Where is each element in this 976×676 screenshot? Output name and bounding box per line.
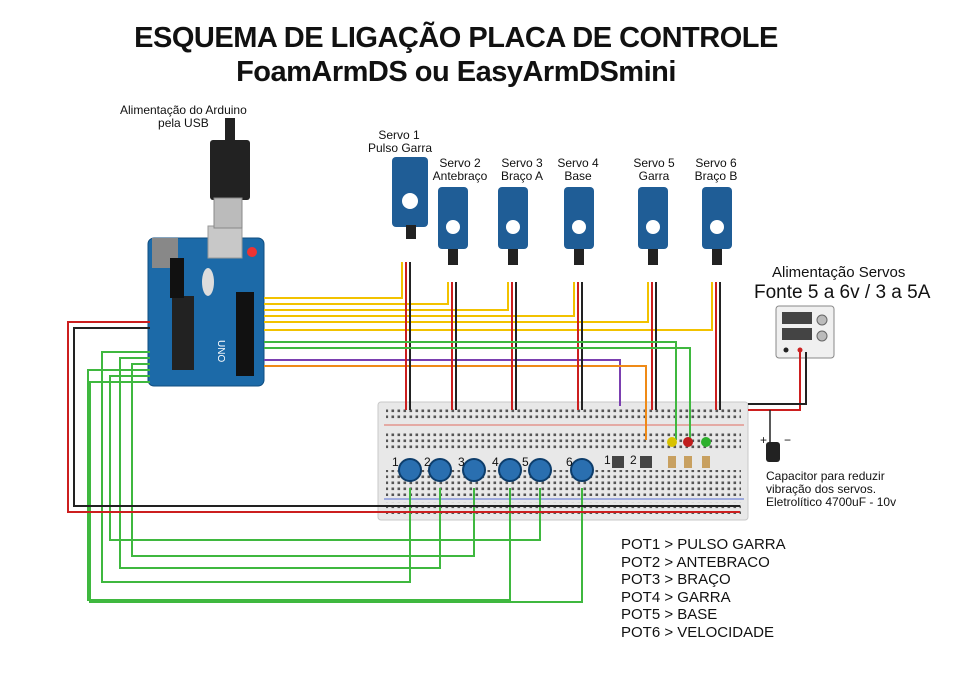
pot-number-labels: 1 2 3 4 5 6 1 2: [392, 453, 637, 469]
legend-item: POT1 > PULSO GARRA: [621, 536, 786, 553]
legend-item: POT6 > VELOCIDADE: [621, 623, 774, 641]
servo-group: [392, 157, 732, 265]
button-label-1: 1: [604, 453, 611, 467]
legend-item: POT2 > ANTEBRACO: [621, 553, 770, 571]
capacitor-plus: +: [760, 433, 767, 447]
legend-item: POT3 > BRAÇO: [621, 571, 731, 588]
diagram-subtitle: FoamArmDS ou EasyArmDSmini: [236, 56, 676, 88]
power-supply: [775, 305, 835, 359]
legend-item: POT4 > GARRA: [621, 588, 731, 606]
button-label-2: 2: [630, 453, 637, 467]
capacitor-note: Capacitor para reduzir vibração dos serv…: [766, 469, 897, 509]
diagram-title: ESQUEMA DE LIGAÇÃO PLACA DE CONTROLE: [134, 22, 778, 54]
pot-label-2: 2: [424, 455, 431, 469]
leds: [667, 437, 711, 468]
usb-label: Alimentação do Arduino pela USB: [120, 104, 247, 130]
pot-label-6: 6: [566, 455, 573, 469]
capacitor-minus: −: [784, 433, 791, 447]
pot-label-1: 1: [392, 455, 399, 469]
capacitor: [766, 410, 780, 462]
rail-wires: [67, 321, 740, 513]
servo-power-wires: [405, 262, 721, 410]
potentiometer-wires: [87, 341, 691, 603]
pot-label-5: 5: [522, 455, 529, 469]
potentiometers: [398, 458, 594, 482]
uno-label: UNO: [215, 340, 226, 362]
usb-label-line1: Alimentação do Arduino: [120, 103, 247, 117]
power-spec: Fonte 5 a 6v / 3 a 5A: [754, 282, 931, 303]
push-buttons: [612, 456, 652, 468]
pot-label-4: 4: [492, 455, 499, 469]
usb-cable: [210, 118, 250, 229]
power-label: Alimentação Servos: [772, 264, 906, 281]
potentiometer-legend: POT1 > PULSO GARRA POT2 > ANTEBRACO POT3…: [621, 536, 786, 641]
arduino-uno-board: UNO: [147, 225, 265, 387]
signal-wires: [264, 262, 713, 440]
pot-label-3: 3: [458, 455, 465, 469]
usb-label-line2: pela USB: [158, 116, 209, 130]
legend-item: POT5 > BASE: [621, 606, 718, 623]
